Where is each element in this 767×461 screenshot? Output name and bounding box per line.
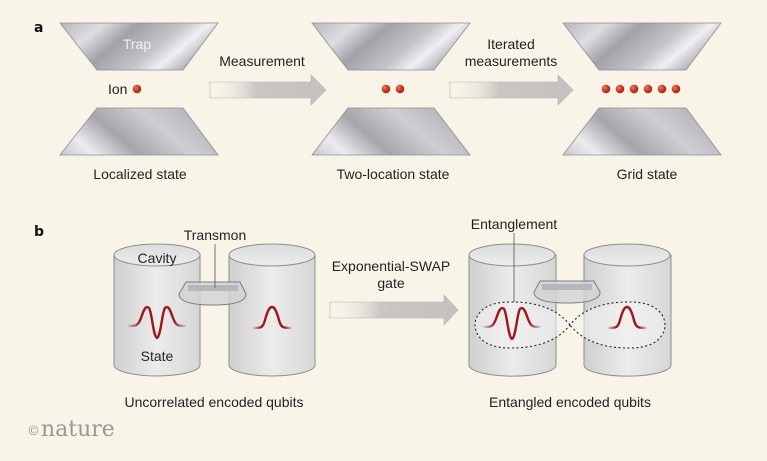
state-wave-single-peak xyxy=(252,305,293,330)
ion xyxy=(671,84,681,94)
transmon-label: Transmon xyxy=(184,227,247,243)
cavity-left-2 xyxy=(228,243,316,377)
trap-localized xyxy=(59,22,219,156)
ion xyxy=(629,84,639,94)
ion xyxy=(395,84,405,94)
trap-bottom-electrode xyxy=(311,107,471,156)
copyright-symbol: © xyxy=(27,424,40,439)
ion xyxy=(615,84,625,94)
trap-top-electrode xyxy=(311,22,471,71)
trap-bottom-electrode xyxy=(59,107,219,156)
entangled-wave-single-peak xyxy=(607,305,648,330)
trap-top-electrode xyxy=(59,22,219,71)
ion xyxy=(132,84,142,94)
nature-logo: nature xyxy=(41,417,115,442)
entanglement-figure-eight xyxy=(474,301,666,349)
ion xyxy=(601,84,611,94)
state-caption-two-location: Two-location state xyxy=(337,166,450,182)
measurement-label: Measurement xyxy=(219,53,305,69)
iterated-label-line1: Iterated xyxy=(487,36,534,52)
trap-grid xyxy=(562,22,722,156)
transmon-chip xyxy=(542,284,592,290)
measurement-arrow xyxy=(209,74,327,106)
state-wave-two-peak xyxy=(127,305,187,340)
transmon-right xyxy=(533,280,601,304)
ions-two-location xyxy=(381,84,405,94)
iterated-label-line2: measurements xyxy=(465,53,558,69)
exp-swap-arrow xyxy=(329,294,459,326)
ion-label: Ion xyxy=(108,81,127,97)
panel-a-label: a xyxy=(34,20,43,36)
exp-swap-label-line2: gate xyxy=(377,275,404,291)
trap-label: Trap xyxy=(123,36,151,52)
entanglement-label: Entanglement xyxy=(471,216,558,232)
caption-entangled: Entangled encoded qubits xyxy=(489,394,651,410)
caption-uncorrelated: Uncorrelated encoded qubits xyxy=(124,394,303,410)
iterated-measurements-arrow xyxy=(449,74,574,106)
ions-localized xyxy=(132,84,142,94)
trap-bottom-electrode xyxy=(562,107,722,156)
transmon-chip xyxy=(188,285,238,291)
state-caption-grid: Grid state xyxy=(617,166,678,182)
ion xyxy=(657,84,667,94)
cavity-label: Cavity xyxy=(138,250,177,266)
state-caption-localized: Localized state xyxy=(93,166,187,182)
state-label: State xyxy=(141,348,174,364)
ion xyxy=(381,84,391,94)
trap-two-location xyxy=(311,22,471,156)
transmon-left xyxy=(178,281,247,306)
ions-grid xyxy=(601,84,681,94)
exp-swap-label-line1: Exponential-SWAP xyxy=(332,258,451,274)
ion xyxy=(643,84,653,94)
panel-b-label: b xyxy=(34,224,44,240)
cavity-left-1 xyxy=(113,243,201,377)
entangled-wave-two-peak xyxy=(482,306,542,341)
trap-top-electrode xyxy=(562,22,722,71)
